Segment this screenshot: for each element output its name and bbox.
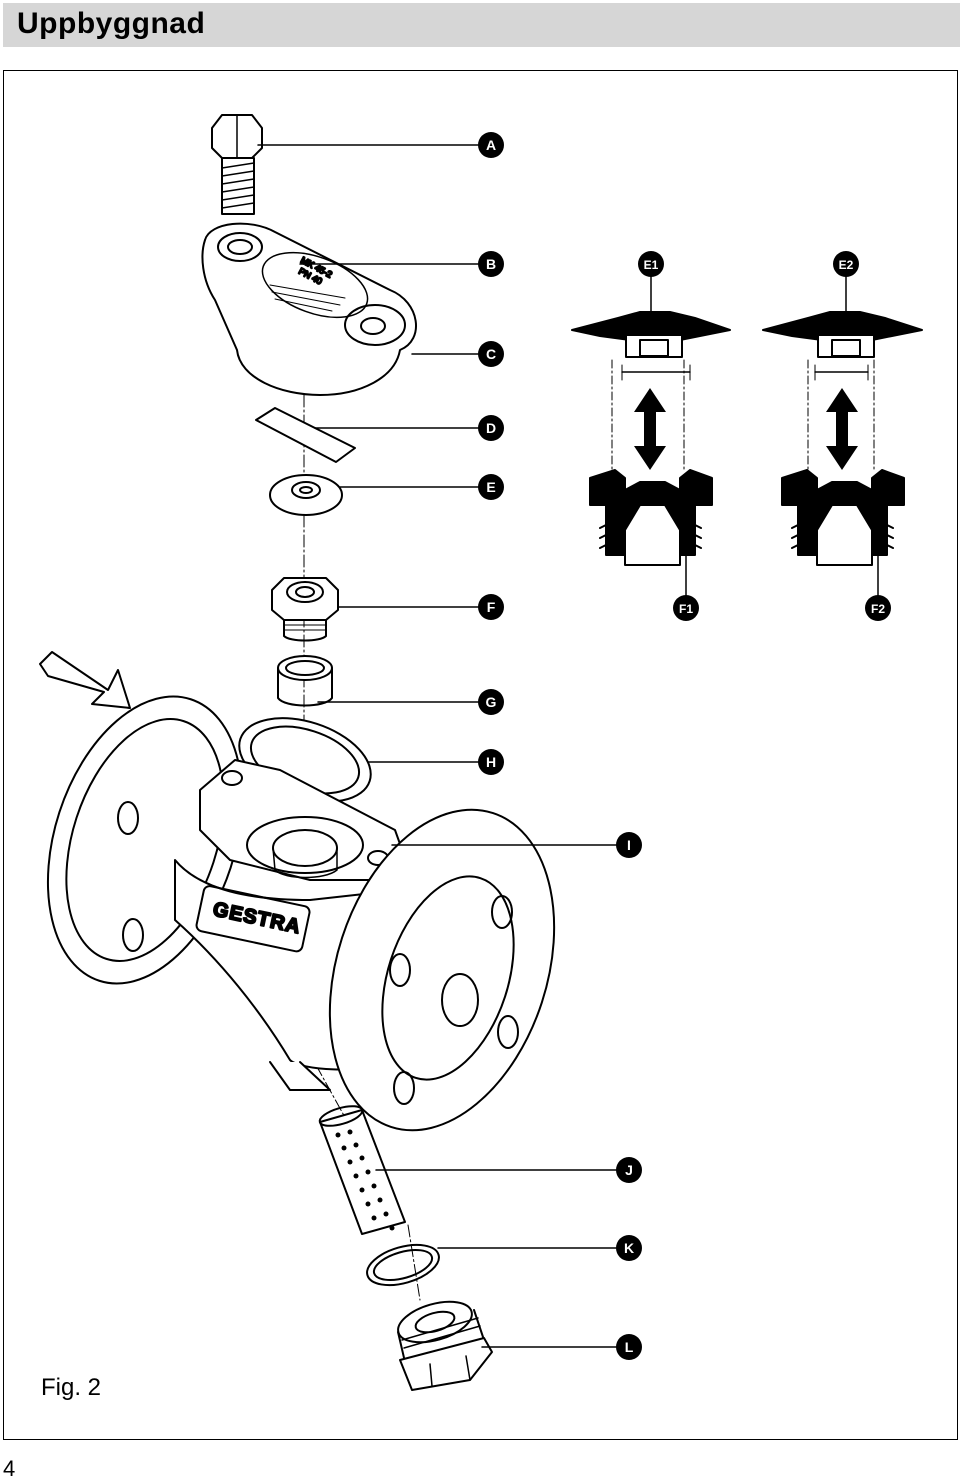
callout-H: H	[478, 749, 504, 775]
detail-e2-f2	[762, 311, 923, 566]
callout-C: C	[478, 341, 504, 367]
svg-text:E1: E1	[644, 258, 659, 272]
flow-arrow	[39, 651, 131, 709]
svg-text:E: E	[486, 479, 495, 495]
svg-text:I: I	[627, 837, 631, 853]
cover	[201, 222, 417, 396]
callout-E1: E1	[638, 251, 664, 277]
callout-B: B	[478, 251, 504, 277]
leader-lines	[257, 144, 879, 1348]
svg-text:J: J	[625, 1162, 633, 1178]
callout-G: G	[478, 689, 504, 715]
callout-F2: F2	[865, 595, 891, 621]
callout-I: I	[616, 832, 642, 858]
nozzle-insert	[271, 577, 339, 642]
svg-text:L: L	[625, 1339, 634, 1355]
callout-L: L	[616, 1334, 642, 1360]
svg-text:F2: F2	[871, 602, 885, 616]
strainer-screen	[318, 1105, 406, 1235]
svg-text:E2: E2	[839, 258, 854, 272]
svg-text:B: B	[486, 256, 496, 272]
valve-body	[46, 695, 556, 1132]
svg-text:D: D	[486, 420, 496, 436]
callout-A: A	[478, 132, 504, 158]
figure-caption: Fig. 2	[41, 1374, 102, 1401]
page-number: 4	[3, 1456, 16, 1481]
callout-E2: E2	[833, 251, 859, 277]
hex-bolt	[211, 114, 263, 215]
page-title: Uppbyggnad	[17, 7, 206, 40]
svg-text:H: H	[486, 754, 496, 770]
callout-K: K	[616, 1235, 642, 1261]
seat-ring	[277, 655, 333, 707]
svg-text:C: C	[486, 346, 496, 362]
svg-text:F1: F1	[679, 602, 693, 616]
callout-F1: F1	[673, 595, 699, 621]
svg-text:G: G	[486, 694, 497, 710]
header-bar: Uppbyggnad	[3, 3, 960, 47]
sealing-ring	[366, 1243, 440, 1287]
detail-e1-f1	[571, 311, 731, 566]
svg-text:A: A	[486, 137, 496, 153]
screw-plug	[397, 1300, 493, 1391]
svg-text:F: F	[487, 599, 496, 615]
valve-disc	[269, 474, 343, 516]
callout-J: J	[616, 1157, 642, 1183]
bimetal-strip	[255, 407, 356, 463]
callout-F: F	[478, 594, 504, 620]
svg-text:K: K	[624, 1240, 634, 1256]
figure-frame	[3, 70, 958, 1440]
callout-D: D	[478, 415, 504, 441]
callout-E: E	[478, 474, 504, 500]
